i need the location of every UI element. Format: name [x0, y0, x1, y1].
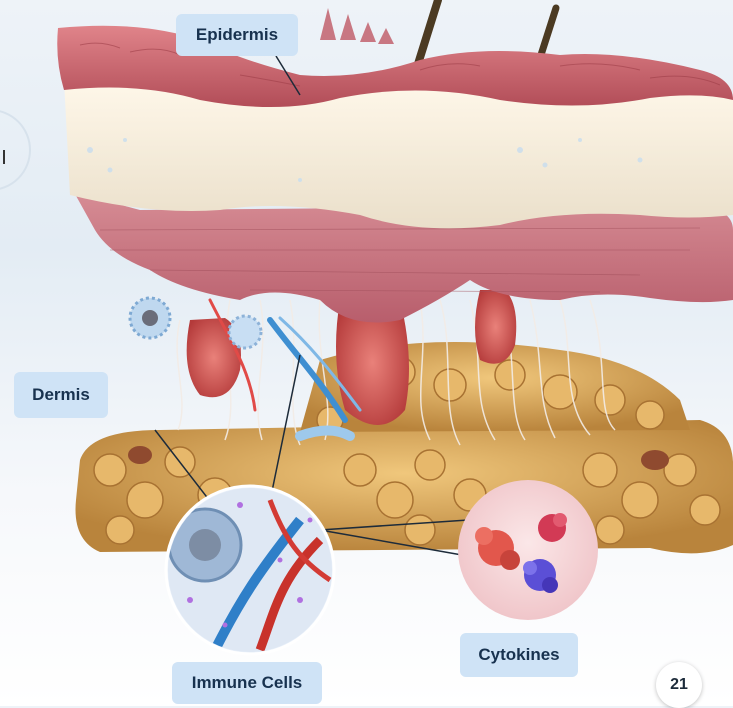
epidermis-label: Epidermis [176, 14, 298, 56]
cytokines-label: Cytokines [460, 633, 578, 677]
edge-mark [3, 150, 5, 164]
page-number: 21 [656, 662, 702, 708]
surface-papillae [320, 8, 394, 44]
immune-cells-label: Immune Cells [172, 662, 322, 704]
cytokines-zoom [458, 480, 598, 620]
dermis-label: Dermis [14, 372, 108, 418]
